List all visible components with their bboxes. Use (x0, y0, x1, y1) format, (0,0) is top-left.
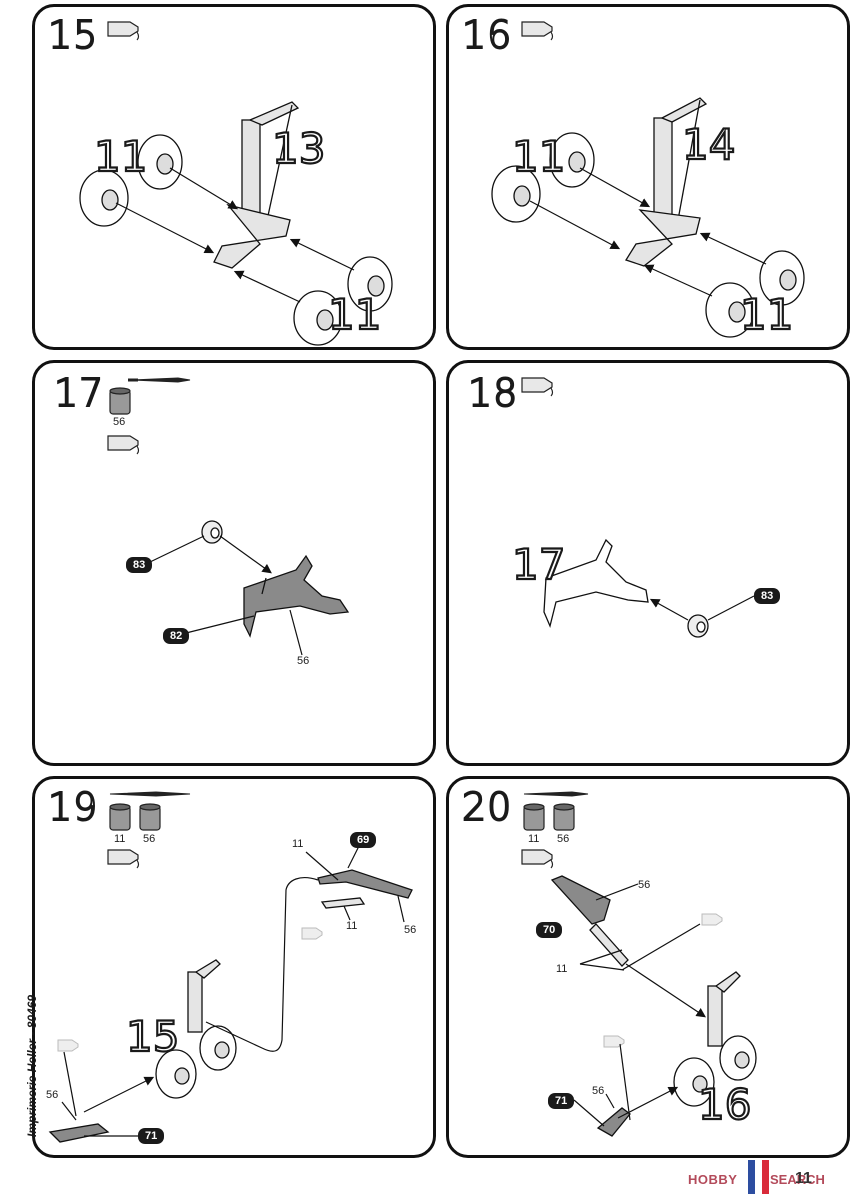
part-tag: 83 (754, 588, 781, 605)
part-number: 11 (511, 132, 567, 181)
paint-code: 56 (143, 833, 156, 845)
part-number: 11 (327, 290, 383, 339)
page-number: 11 (795, 1170, 812, 1187)
step-20-panel (446, 776, 850, 1158)
step-number-17: 17 (53, 371, 105, 415)
part-tag: 71 (138, 1128, 165, 1145)
step-number-18: 18 (467, 371, 519, 415)
paint-code: 11 (528, 833, 540, 845)
part-tag: 83 (126, 557, 153, 574)
step-number-20: 20 (461, 785, 513, 829)
subassembly-number: 15 (125, 1012, 181, 1061)
printer-credit: Imprimerie Heller - 80469 (25, 994, 39, 1137)
part-number: 11 (93, 132, 149, 181)
subassembly-number: 17 (511, 540, 567, 589)
part-label: 11 (346, 920, 358, 932)
brand-logo-right: SEARCH (770, 1172, 825, 1187)
part-number: 11 (739, 290, 795, 339)
step-number-16: 16 (461, 13, 513, 57)
flag-icon (748, 1160, 769, 1194)
paint-label: 56 (297, 655, 310, 667)
part-label: 11 (292, 838, 304, 850)
part-number: 14 (681, 120, 737, 169)
part-number: 13 (271, 124, 327, 173)
paint-label: 56 (46, 1089, 59, 1101)
part-tag: 69 (350, 832, 377, 849)
part-tag: 82 (163, 628, 190, 645)
step-number-15: 15 (47, 13, 99, 57)
subassembly-number: 16 (697, 1080, 753, 1129)
paint-label: 56 (404, 924, 417, 936)
paint-label: 56 (592, 1085, 605, 1097)
part-tag: 70 (536, 922, 563, 939)
brand-logo-left: HOBBY (688, 1172, 738, 1187)
step-18-panel (446, 360, 850, 766)
step-17-panel (32, 360, 436, 766)
paint-code: 11 (114, 833, 126, 845)
step-number-19: 19 (47, 785, 99, 829)
paint-label: 56 (638, 879, 651, 891)
step-19-panel (32, 776, 436, 1158)
paint-code: 56 (113, 416, 126, 428)
paint-code: 56 (557, 833, 570, 845)
part-tag: 71 (548, 1093, 575, 1110)
part-label: 11 (556, 963, 568, 975)
